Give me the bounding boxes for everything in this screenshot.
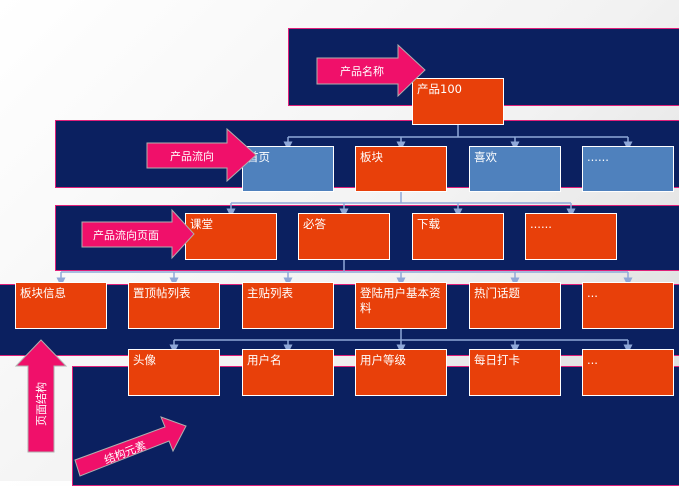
node-level3-hot-topics: 热门话题	[469, 282, 561, 329]
node-level2-class: 课堂	[185, 213, 277, 260]
arrow-product-flow	[146, 127, 257, 183]
root-node: 产品100	[412, 78, 504, 125]
node-level3-user-profile: 登陆用户基本资料	[355, 282, 447, 329]
node-level4-more: ...	[582, 349, 674, 396]
node-level1-home: 首页	[242, 146, 334, 192]
node-level1-like: 喜欢	[469, 146, 561, 192]
node-level2-answer: 必答	[298, 213, 390, 260]
arrow-label-page-structure: 页面结构	[34, 382, 48, 426]
arrow-label-flow-page: 产品流向页面	[93, 228, 159, 242]
node-level4-user-level: 用户等级	[355, 349, 447, 396]
arrow-page-structure	[14, 339, 68, 453]
node-level3-board-info: 板块信息	[15, 282, 107, 329]
node-level1-more: ......	[582, 146, 674, 192]
node-level1-board: 板块	[355, 146, 447, 192]
arrow-label-product-flow: 产品流向	[170, 149, 214, 163]
node-level4-avatar: 头像	[128, 349, 220, 396]
node-level3-main-list: 主贴列表	[242, 282, 334, 329]
arrow-label-product-name: 产品名称	[340, 64, 384, 78]
arrow-structure-elements	[74, 416, 187, 477]
band-page-structure	[0, 284, 679, 356]
arrow-flow-page	[81, 208, 195, 260]
node-level3-more: ...	[582, 282, 674, 329]
node-level4-daily-checkin: 每日打卡	[469, 349, 561, 396]
node-level3-pinned-list: 置顶帖列表	[128, 282, 220, 329]
node-level2-more: ......	[525, 213, 617, 260]
node-level4-username: 用户名	[242, 349, 334, 396]
arrow-product-name	[316, 43, 426, 98]
node-level2-download: 下载	[412, 213, 504, 260]
